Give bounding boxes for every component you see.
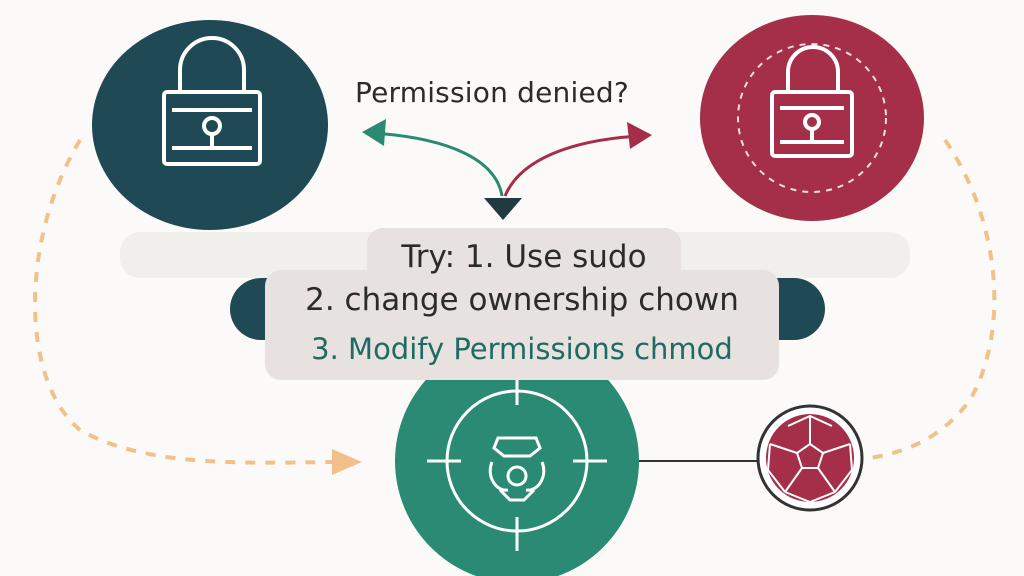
padlock-icon	[770, 45, 854, 158]
question-label: Permission denied?	[355, 76, 629, 109]
arrow-to-lock-left	[371, 131, 504, 197]
target-node	[395, 339, 639, 576]
arrow-to-lock-right	[503, 134, 641, 197]
tip-line-2: 2. change ownership chown	[305, 282, 739, 318]
tip-box-top: Try: 1. Use sudo	[367, 228, 681, 286]
soccer-ball-icon	[766, 414, 854, 504]
ball-node	[756, 404, 864, 512]
padlock-icon	[162, 36, 262, 166]
lock-node-left	[92, 20, 328, 230]
tip-box-main: 2. change ownership chown 3. Modify Perm…	[265, 270, 779, 380]
tip-line-3: 3. Modify Permissions chmod	[311, 332, 733, 366]
tip-line-1: Try: 1. Use sudo	[401, 239, 647, 275]
lock-node-right	[700, 15, 924, 221]
arrowhead-left	[362, 119, 386, 146]
arrowhead-right	[627, 122, 652, 149]
dashed-arrowhead	[332, 449, 362, 475]
target-icon	[427, 371, 607, 551]
dashed-connector-left	[33, 138, 346, 465]
arrowhead-down	[484, 198, 522, 220]
